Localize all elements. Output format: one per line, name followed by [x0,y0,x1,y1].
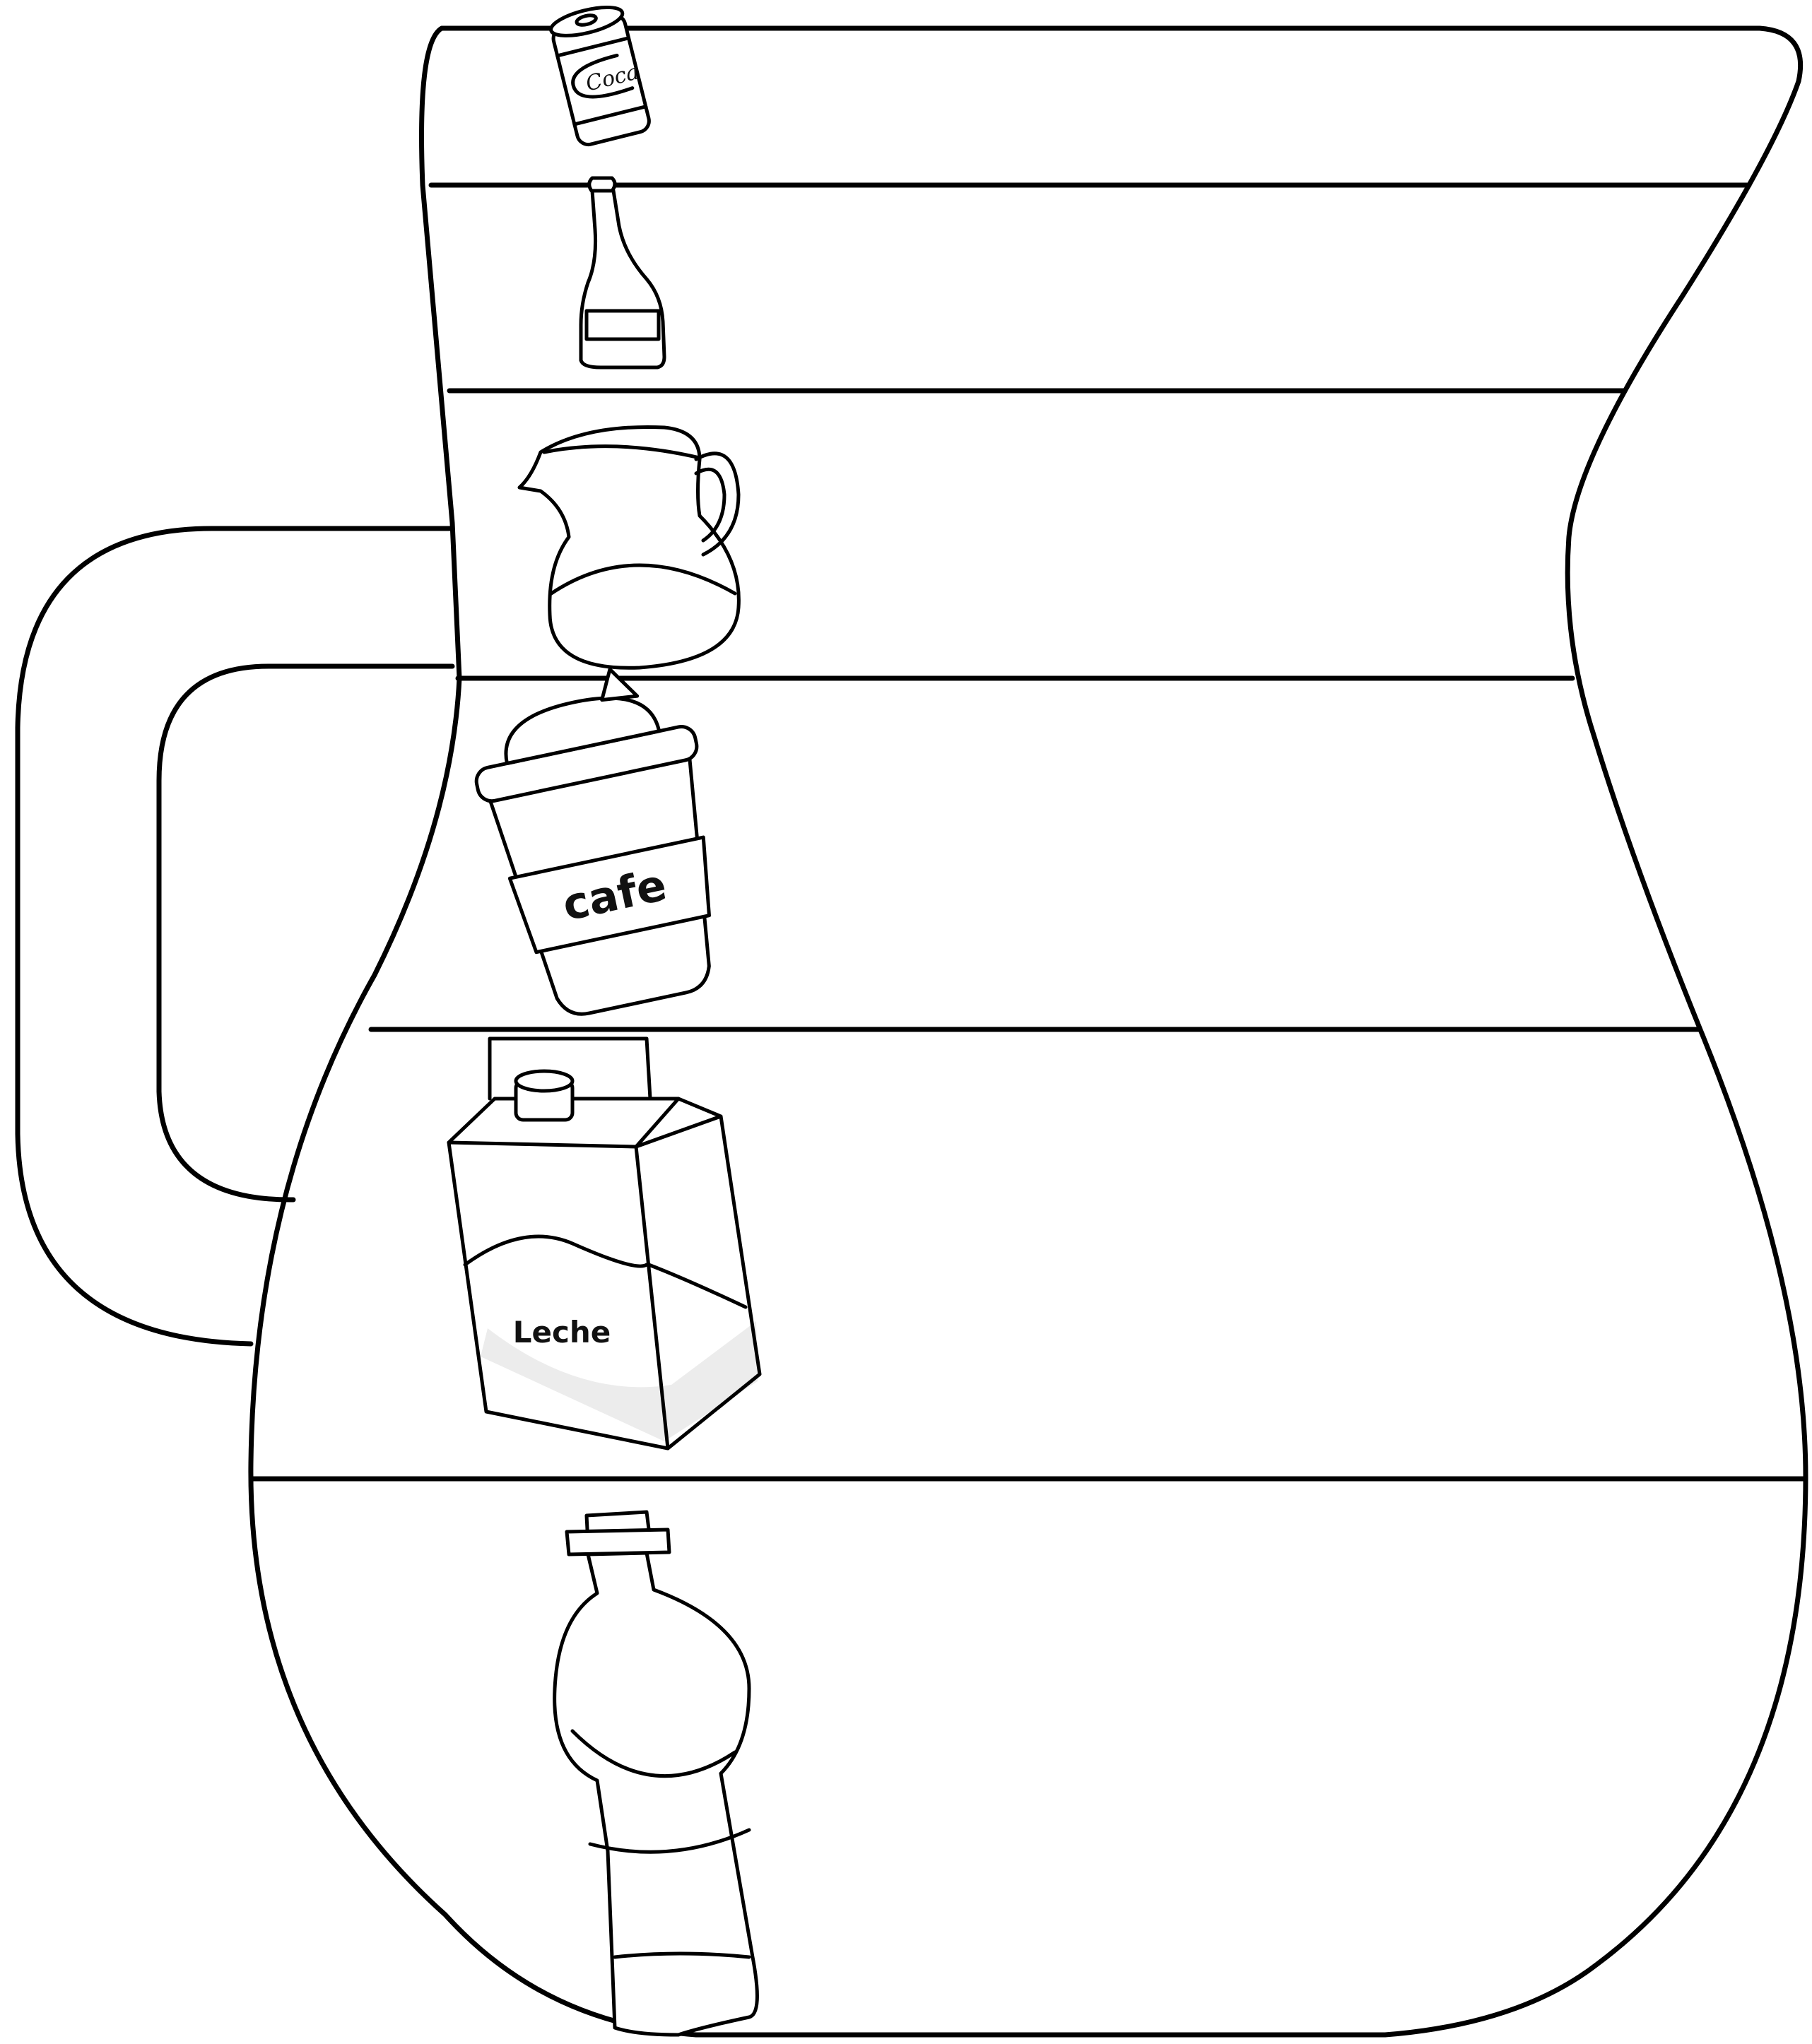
soda-can-icon: Coca [548,1,653,147]
plastic-bottle-icon [555,1512,758,2035]
coffee-cup-icon: cafe [459,655,747,1026]
milk-carton-label: Leche [513,1315,611,1349]
jug-handle [18,528,452,1344]
milk-carton-icon: Leche [449,1039,760,1448]
pitcher-icon [519,427,739,668]
glass-bottle-icon [581,178,664,367]
